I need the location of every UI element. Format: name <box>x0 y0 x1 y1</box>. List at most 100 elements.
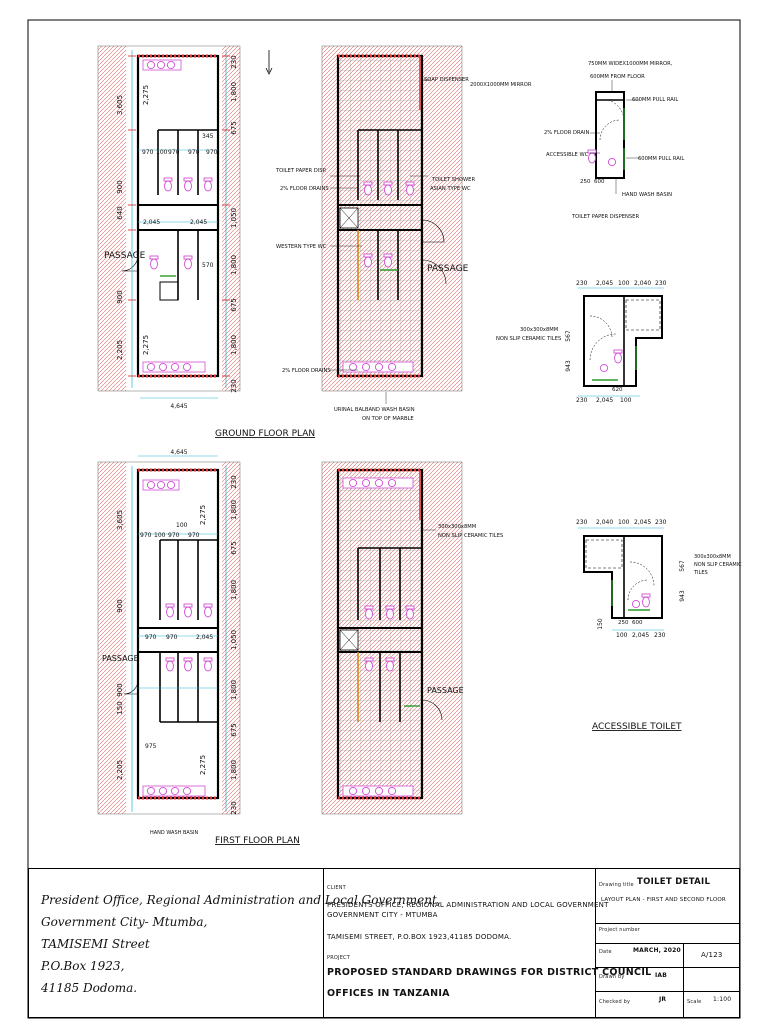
ff-tiles-note: 300x300x8MM <box>438 524 476 530</box>
scale-value: 1:100 <box>713 996 732 1003</box>
ff-dim-970: 970 <box>140 532 152 539</box>
gf-dim-2275b: 2,275 <box>142 335 150 355</box>
gf-dim-1800: 1,800 <box>230 82 238 102</box>
ff-dim-2275b: 2,275 <box>199 755 207 775</box>
note-toilet-paper-disp: TOILET PAPER DISP. <box>275 168 327 174</box>
project-line-1: PROPOSED STANDARD DRAWINGS FOR DISTRICT … <box>327 967 652 978</box>
office-line-4: P.O.Box 1923, <box>41 959 125 973</box>
acc-tp-dispenser: TOILET PAPER DISPENSER <box>571 214 639 220</box>
acc3-dim-230b: 230 <box>655 519 667 526</box>
acc2-dim-230c: 230 <box>576 397 588 404</box>
gf-dim-345: 345 <box>202 133 214 140</box>
acc3-dim-567: 567 <box>679 560 686 572</box>
ff-passage-label: PASSAGE <box>102 654 139 663</box>
ff-dim-100: 100 <box>154 532 166 539</box>
gf-dim-1800b: 1,800 <box>230 255 238 275</box>
first-floor-plan: 4,645 3,605 2,275 900 900 150 2,205 2,27… <box>97 449 300 846</box>
gf-dim-100: 100 <box>156 149 168 156</box>
gf-dim-230b: 230 <box>230 379 238 392</box>
client-label: CLIENT <box>327 885 346 891</box>
fft-passage-label: PASSAGE <box>427 686 464 695</box>
note-marble: ON TOP OF MARBLE <box>362 416 414 422</box>
gf-dim-2205: 2,205 <box>116 340 124 360</box>
gf-dim-2045b: 2,045 <box>190 219 207 226</box>
acc-dim-600: 600 <box>594 179 605 185</box>
ff-dim-2045: 2,045 <box>196 634 213 641</box>
ff-dim-230: 230 <box>230 475 238 488</box>
client-line-2: GOVERNMENT CITY - MTUMBA <box>327 911 438 919</box>
ff-dim-1800: 1,800 <box>230 500 238 520</box>
office-line-1: President Office, Regional Administratio… <box>41 893 441 907</box>
acc-hand-wash: HAND WASH BASIN <box>622 192 672 198</box>
gf-dim-970c: 970 <box>188 149 200 156</box>
ff-dim-900: 900 <box>116 599 124 612</box>
gf-dim-width: 4,645 <box>170 403 187 410</box>
acc3-tiles-suffix: TILES <box>693 570 708 576</box>
checked-by-value: JR <box>659 996 667 1003</box>
ff-dim-1800c: 1,800 <box>230 680 238 700</box>
ff-dim-675b: 675 <box>230 723 238 736</box>
acc2-dim-230: 230 <box>576 280 588 287</box>
project-line-2: OFFICES IN TANZANIA <box>327 988 450 999</box>
acc-floor-drain: 2% FLOOR DRAIN <box>544 130 589 136</box>
acc-mirror-height: 600MM FROM FLOOR <box>590 74 645 80</box>
acc-pull-rail-2: 600MM PULL RAIL <box>638 156 684 162</box>
note-asian-wc: ASIAN TYPE WC <box>430 186 471 192</box>
gf-dim-675b: 675 <box>230 298 238 311</box>
gf-dim-640: 640 <box>116 206 124 219</box>
client-line-1: PRESIDENTS OFFICE, REGIONAL ADMINISTRATI… <box>327 901 609 909</box>
acc2-tiles: 300x300x8MM <box>520 327 558 333</box>
gf-dim-675: 675 <box>230 121 238 134</box>
gf-dim-900b: 900 <box>116 290 124 303</box>
acc2-dim-567: 567 <box>565 330 572 342</box>
note-urinal: URINAL BALBAND WASH BASIN <box>334 407 415 413</box>
drawn-by-label: Drawn by <box>599 974 625 980</box>
north-arrow-icon <box>265 50 273 75</box>
drawing-title-label: Drawing title <box>599 882 634 888</box>
ff-dim-1050: 1,050 <box>230 630 238 650</box>
gf-dim-970d: 970 <box>206 149 218 156</box>
ff-dim-150: 150 <box>116 701 124 714</box>
gf-dim-3605: 3,605 <box>116 95 124 115</box>
acc3-dim-600: 600 <box>632 620 643 626</box>
ff-dim-970c: 970 <box>188 532 200 539</box>
ff-dim-2205: 2,205 <box>116 760 124 780</box>
office-line-5: 41185 Dodoma. <box>41 981 138 995</box>
drawing-title: TOILET DETAIL <box>637 877 711 887</box>
gf-dim-970: 970 <box>142 149 154 156</box>
acc2-dim-100: 100 <box>618 280 630 287</box>
acc3-dim-230: 230 <box>576 519 588 526</box>
ff-dim-width: 4,645 <box>170 449 187 456</box>
acc3-tiles: 300x300x8MM <box>694 554 731 560</box>
acc2-dim-100b: 100 <box>620 397 632 404</box>
acc3-dim-2045: 2,045 <box>634 519 651 526</box>
gf-dim-1800c: 1,800 <box>230 335 238 355</box>
acc3-dim-250: 250 <box>618 620 629 626</box>
ground-floor-plan: 3,605 2,275 900 640 900 2,205 2,275 230 … <box>97 45 315 439</box>
drawing-subtitle: LAYOUT PLAN - FIRST AND SECOND FLOOR <box>601 897 726 903</box>
ff-dim-3605: 3,605 <box>116 510 124 530</box>
client-line-3: TAMISEMI STREET, P.O.BOX 1923,41185 DODO… <box>327 933 512 941</box>
acc-wc-note: ACCESSIBLE WC <box>546 152 589 158</box>
gf-dim-570: 570 <box>202 262 214 269</box>
ff-dim-675: 675 <box>230 541 238 554</box>
acc-pull-rail: 600MM PULL RAIL <box>632 97 678 103</box>
date-value: MARCH, 2020 <box>633 947 681 954</box>
acc3-dim-2045b: 2,045 <box>632 632 649 639</box>
acc-dim-250: 250 <box>580 179 591 185</box>
accessible-toilet-detail-3: 230 2,040 100 2,045 230 300x300x8MM NON … <box>576 519 742 732</box>
office-line-2: Government City- Mtumba, <box>41 915 208 929</box>
acc2-dim-2045: 2,045 <box>596 280 613 287</box>
drawn-by-value: IAB <box>655 972 668 979</box>
ff-dim-970e: 970 <box>166 634 178 641</box>
ff-dim-975: 975 <box>145 743 157 750</box>
note-floor-drains-2: 2% FLOOR DRAINS <box>282 368 331 374</box>
sheet-border <box>27 19 741 1019</box>
gf-dim-900: 900 <box>116 180 124 193</box>
date-label: Date <box>599 949 612 955</box>
acc3-dim-100b: 100 <box>616 632 628 639</box>
accessible-toilet-title: ACCESSIBLE TOILET <box>592 722 682 732</box>
ff-hand-wash-label: HAND WASH BASIN <box>150 830 198 836</box>
ground-floor-tiled-plan: SOAP DISPENSER 2000X1000MM MIRROR TOILET… <box>275 45 532 422</box>
note-floor-drains: 2% FLOOR DRAINS <box>280 186 329 192</box>
